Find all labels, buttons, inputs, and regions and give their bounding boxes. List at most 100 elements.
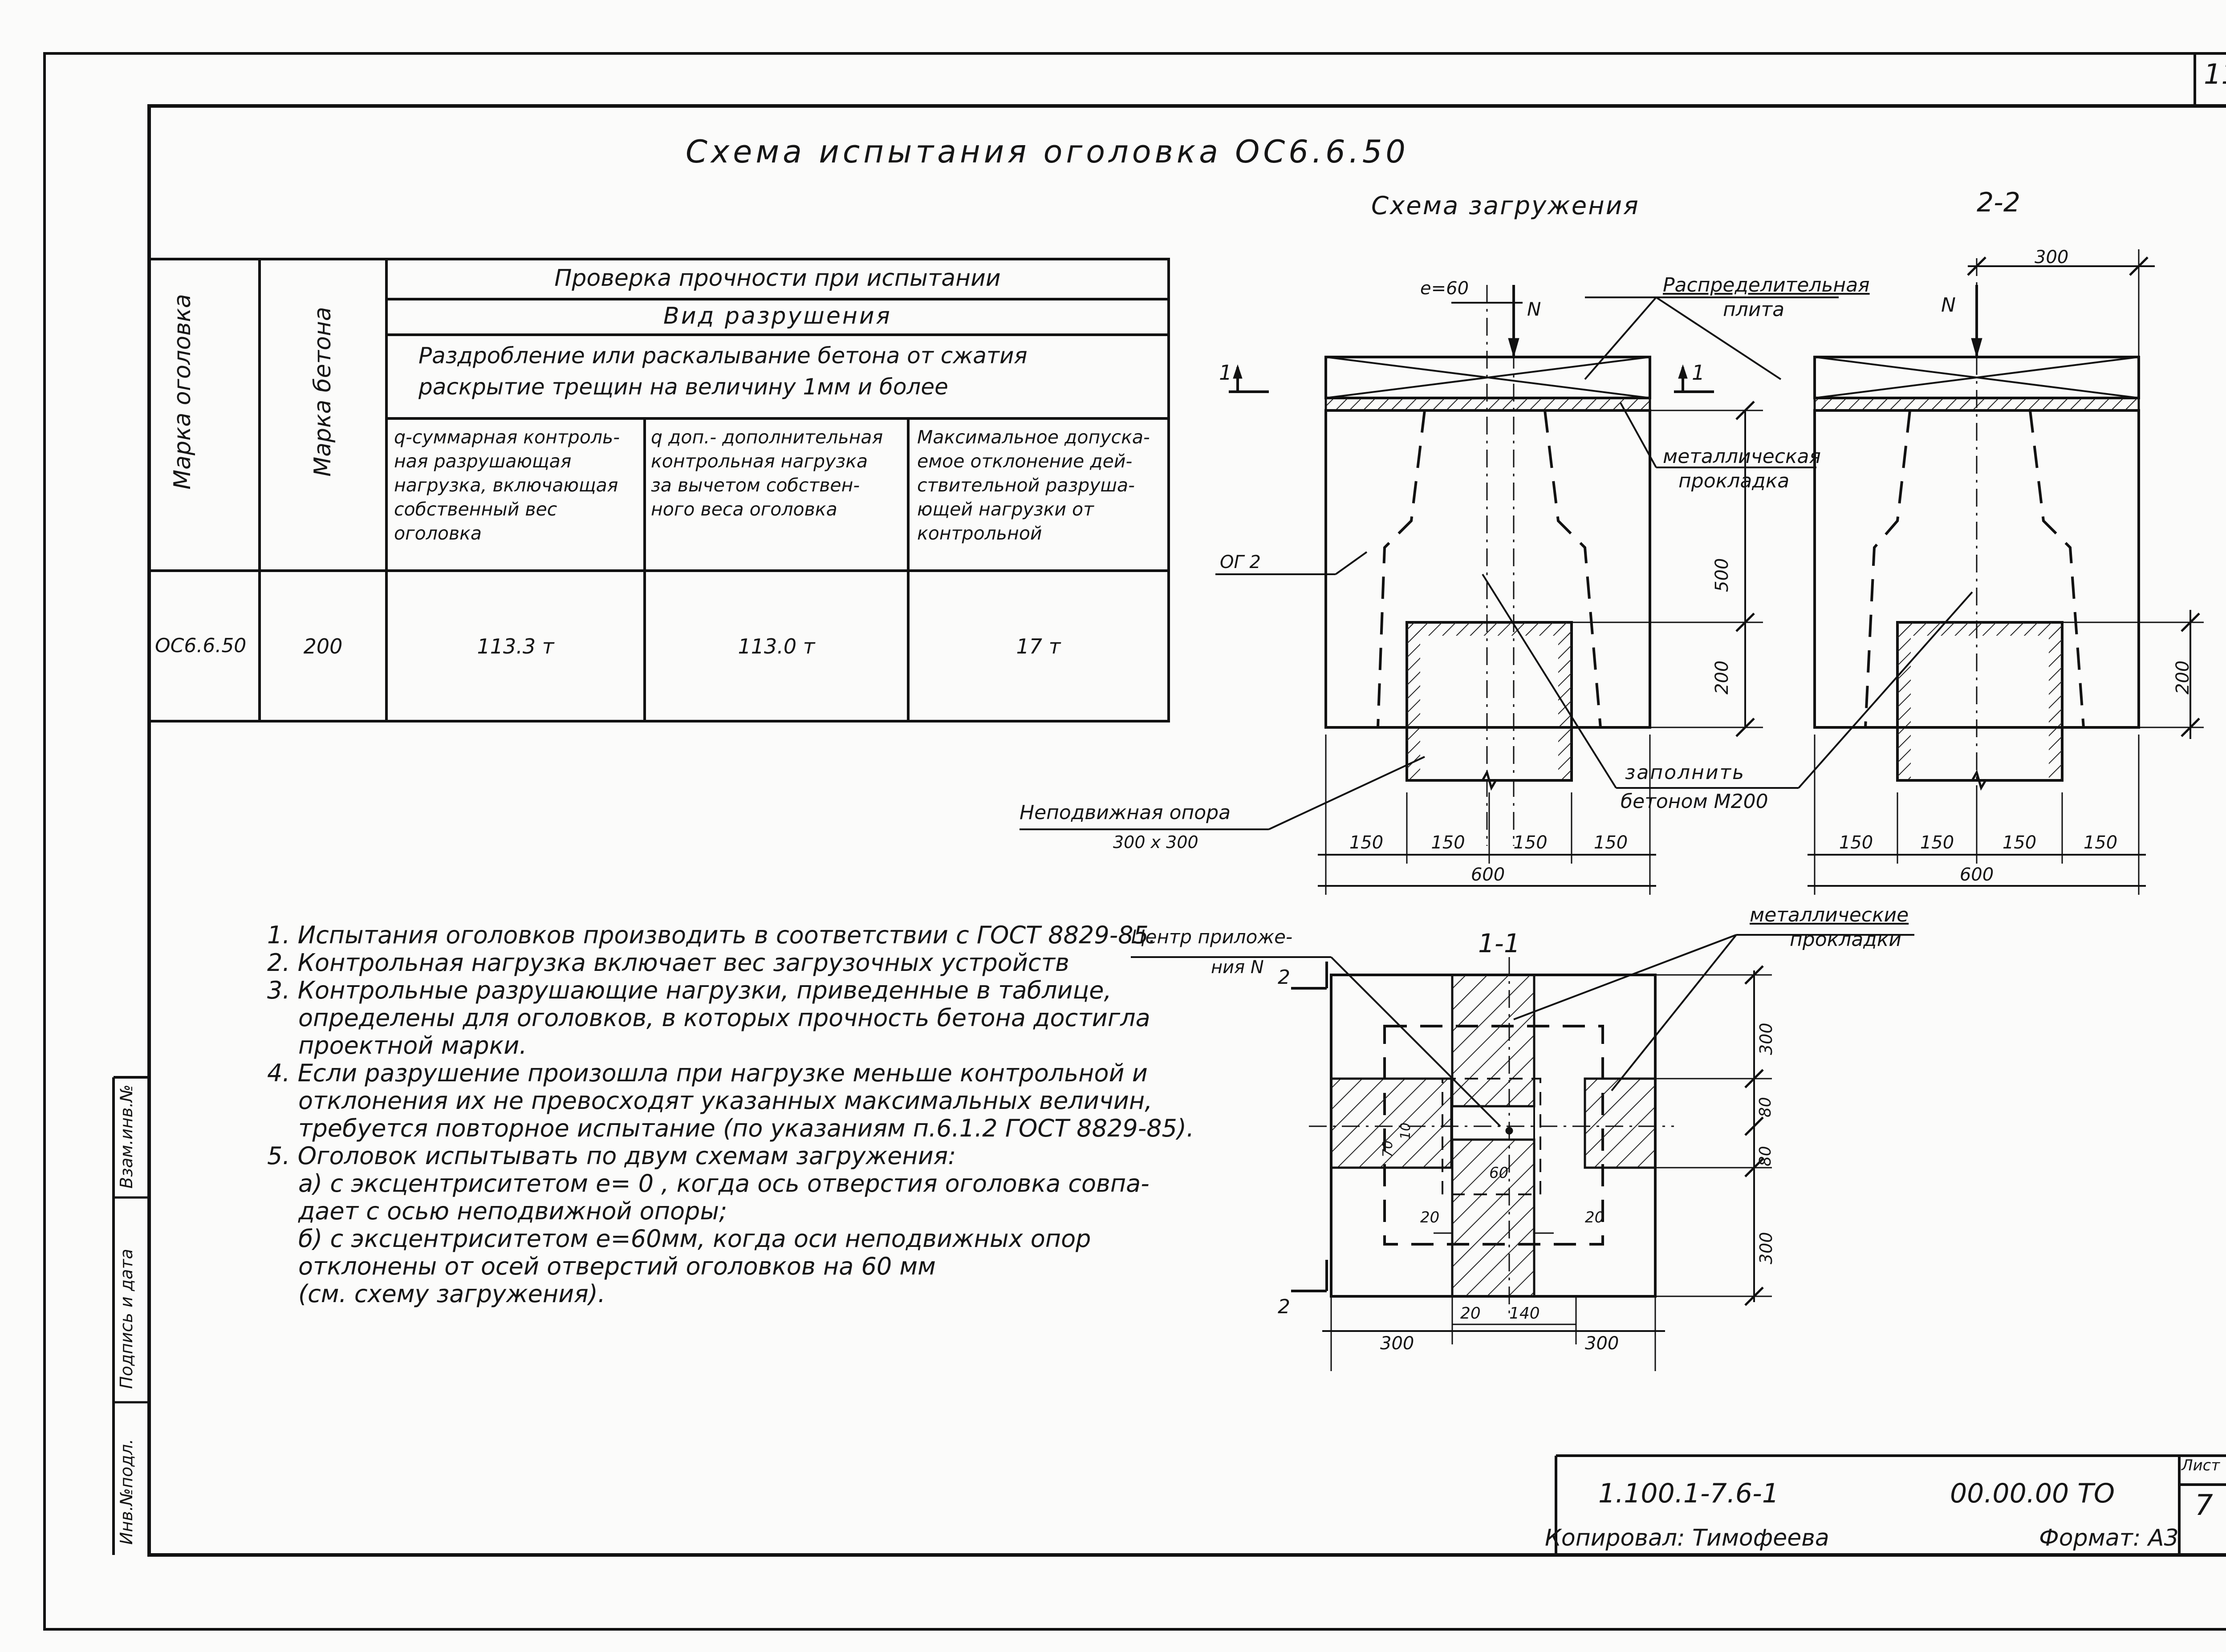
table-head-strength: Проверка прочности при испытании [554, 265, 1001, 292]
note-line-5: проектной марки. [298, 1031, 527, 1059]
ecc-label: e=60 [1420, 278, 1469, 299]
title-block-lines [1555, 1454, 2226, 1555]
table-sub-max-line2: емое отклонение дей- [917, 451, 1133, 472]
note-line-9: 5. Оголовок испытывать по двум схемам за… [267, 1142, 956, 1170]
plan-dim-140: 140 [1509, 1304, 1540, 1323]
note-line-2: 2. Контрольная нагрузка включает вес заг… [267, 949, 1069, 977]
dim-150-e: 150 [1839, 832, 1873, 853]
section-2-mark-top: 2 [1278, 966, 1290, 989]
doc-code: 1.100.1-7.6-1 [1598, 1478, 1779, 1509]
metal-pads-label-1: металлические [1750, 904, 1909, 926]
dim-300-top: 300 [2035, 247, 2069, 268]
table-row-q: 113.3 т [477, 634, 554, 658]
dim-500: 500 [1712, 558, 1732, 592]
section-2-2 [1798, 249, 2204, 895]
og2-label: ОГ 2 [1220, 552, 1261, 572]
note-line-8: требуется повторное испытание (по указан… [298, 1114, 1194, 1142]
table-row-max: 17 т [1016, 634, 1061, 658]
plan-dim-300-bottom: 300 [1756, 1232, 1776, 1264]
dim-200-left: 200 [1712, 660, 1732, 694]
table-sub-max-line4: ющей нагрузки от [917, 499, 1094, 520]
distrib-plate-label-2: плита [1723, 298, 1785, 321]
dim-600-right: 600 [1959, 865, 1994, 885]
fixed-support-label-1: Неподвижная опора [1020, 801, 1231, 824]
copied-by: Копировал: Тимофеева [1545, 1525, 1829, 1551]
table-sub-max: Максимальное допуска- емое отклонение де… [917, 425, 1150, 545]
table-sub-q-line4: собственный вес [394, 499, 557, 520]
stamp-inv-orig: Инв.№подл. [117, 1438, 136, 1545]
table-col-mark-head: Марка оголовка [169, 294, 196, 490]
sheet-title: Схема испытания оголовка ОС6.6.50 [686, 134, 1409, 170]
table-row-qdop: 113.0 т [738, 634, 815, 658]
sheet-label: Лист [2181, 1457, 2220, 1474]
note-line-1: 1. Испытания оголовков производить в соо… [267, 921, 1157, 949]
dim-600-left: 600 [1470, 865, 1505, 885]
n-label: N [1527, 298, 1541, 320]
metal-pad-label-2: прокладка [1678, 470, 1790, 492]
dim-150-a: 150 [1349, 832, 1384, 853]
plan-dim-70: 70 [1380, 1140, 1396, 1157]
section-1-1-label: 1-1 [1478, 928, 1520, 958]
plan-dim-80-bottom: 80 [1756, 1146, 1775, 1166]
dim-150-b: 150 [1431, 832, 1465, 853]
section-2-2-label: 2-2 [1977, 187, 2020, 218]
metal-pad-label-1: металлическая [1663, 445, 1821, 468]
stamp-vzam-inv: Взам.инв.№ [117, 1084, 136, 1189]
loading-scheme-title: Схема загружения [1371, 191, 1640, 220]
sheet-frame [43, 52, 2226, 1631]
plan-dim-20-bottom: 20 [1460, 1304, 1481, 1323]
table-sub-qdop-line3: за вычетом собствен- [651, 475, 860, 496]
fill-label-1: заполнить [1625, 761, 1746, 784]
fixed-support-label-2: 300 х 300 [1113, 832, 1198, 852]
plan-dim-10: 10 [1398, 1122, 1414, 1140]
table-sub-qdop-line1: q доп.- дополнительная [651, 426, 883, 448]
stamp-sign-date: Подпись и дата [117, 1249, 136, 1389]
table-sub-q-line2: ная разрушающая [394, 451, 572, 472]
dim-150-c: 150 [1513, 832, 1548, 853]
dim-150-g: 150 [2002, 832, 2037, 853]
table-sub-q-line1: q-суммарная контроль- [394, 426, 620, 448]
note-line-12: б) с эксцентриситетом e=60мм, когда оси … [298, 1225, 1091, 1253]
elevation-loading-scheme [1020, 285, 1839, 895]
table-head-failure: Вид разрушения [663, 303, 892, 329]
note-line-10: а) с эксцентриситетом e= 0 , когда ось о… [298, 1169, 1150, 1197]
plan-dim-20-right: 20 [1585, 1209, 1605, 1226]
dim-150-h: 150 [2083, 832, 2118, 853]
plan-dim-20-left: 20 [1420, 1209, 1440, 1226]
table-sub-qdop: q доп.- дополнительная контрольная нагру… [651, 425, 883, 521]
center-label-2: ния N [1211, 957, 1264, 978]
table-row-concrete: 200 [303, 634, 343, 658]
section-1-mark-right: 1 [1692, 361, 1705, 385]
dim-150-d: 150 [1593, 832, 1628, 853]
table-sub-max-line5: контрольной [917, 523, 1042, 544]
sheet-number: 7 [2195, 1489, 2213, 1522]
notes-block: 1. Испытания оголовков производить в соо… [267, 921, 1194, 1308]
note-line-3: 3. Контрольные разрушающие нагрузки, при… [267, 976, 1112, 1004]
fill-label-2: бетоном М200 [1621, 790, 1768, 813]
note-line-7: отклонения их не превосходят указанных м… [298, 1087, 1153, 1115]
n-label-2: N [1941, 294, 1956, 317]
format-label: Формат: А3 [2039, 1525, 2179, 1551]
note-line-11: дает с осью неподвижной опоры; [298, 1197, 727, 1225]
plan-dim-300-right: 300 [1585, 1333, 1619, 1354]
note-line-13: отклонены от осей отверстий оголовков на… [298, 1252, 936, 1280]
note-line-14: (см. схему загружения). [298, 1280, 605, 1308]
table-sub-qdop-line2: контрольная нагрузка [651, 451, 868, 472]
table-failure-desc-1: Раздробление или раскалывание бетона от … [418, 343, 1028, 369]
table-sub-max-line3: ствительной разруша- [917, 475, 1135, 496]
table-sub-qdop-line4: ного веса оголовка [651, 499, 837, 520]
plan-dim-60: 60 [1489, 1164, 1509, 1182]
table-failure-desc-2: раскрытие трещин на величину 1мм и более [418, 374, 948, 400]
distrib-plate-label-1: Распределительная [1663, 274, 1870, 296]
plan-dim-300-top: 300 [1756, 1023, 1776, 1055]
table-row-mark: ОС6.6.50 [155, 634, 247, 657]
center-label-1: Центр приложе- [1131, 926, 1293, 948]
metal-pads-label-2: прокладки [1790, 928, 1901, 951]
table-sub-q: q-суммарная контроль- ная разрушающая на… [394, 425, 620, 545]
table-sub-q-line3: нагрузка, включающая [394, 475, 618, 496]
plan-dim-300-left: 300 [1380, 1333, 1414, 1354]
section-2-mark-bottom: 2 [1278, 1295, 1290, 1318]
page-number: 11 [2204, 58, 2226, 90]
doc-number: 00.00.00 ТО [1950, 1478, 2115, 1509]
